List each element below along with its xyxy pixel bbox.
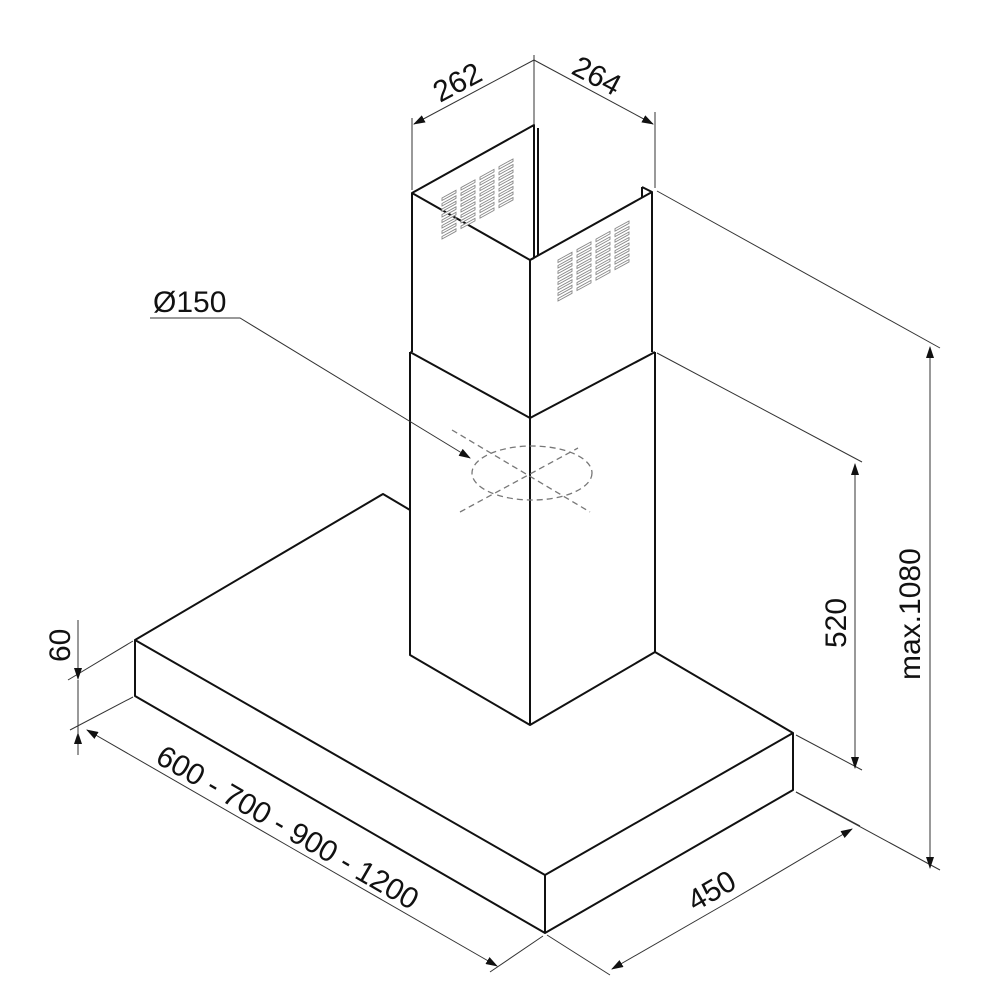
vent-slot bbox=[614, 247, 630, 260]
vent-slot bbox=[441, 211, 457, 224]
duct-outline-hidden bbox=[451, 429, 593, 513]
label-lower-chimney: 520 bbox=[820, 598, 853, 648]
label-hood-thickness: 60 bbox=[44, 629, 77, 662]
vent-slot bbox=[460, 184, 476, 197]
vent-slot bbox=[460, 201, 476, 213]
vent-slot bbox=[498, 174, 514, 187]
label-total-height: max.1080 bbox=[894, 548, 927, 680]
vent-slot bbox=[498, 185, 514, 198]
vent-slot bbox=[557, 279, 573, 291]
vent-slot bbox=[479, 174, 495, 186]
vent-slot bbox=[498, 180, 514, 192]
vent-slot bbox=[576, 274, 592, 286]
vent-slot bbox=[614, 258, 630, 271]
label-chimney-depth: 262 bbox=[428, 57, 488, 110]
vent-slot bbox=[614, 231, 630, 243]
vent-slot bbox=[576, 263, 592, 275]
vent-slot bbox=[498, 158, 514, 170]
vent-slot bbox=[595, 236, 611, 248]
vent-slot bbox=[557, 251, 573, 264]
vent-slot bbox=[479, 179, 495, 192]
vent-slot bbox=[614, 225, 630, 238]
vent-slot bbox=[557, 268, 573, 280]
vent-slot bbox=[557, 262, 573, 275]
vent-slot bbox=[460, 195, 476, 208]
vent-slot bbox=[614, 253, 630, 265]
vent-slot bbox=[557, 290, 573, 302]
vent-slot bbox=[557, 257, 573, 269]
vent-slot bbox=[576, 241, 592, 253]
vent-slot bbox=[595, 241, 611, 254]
vent-slot bbox=[595, 258, 611, 270]
vent-slot bbox=[441, 217, 457, 229]
vent-slot bbox=[441, 228, 457, 240]
vent-slot bbox=[460, 190, 476, 202]
vent-slot bbox=[460, 217, 476, 230]
vent-slot bbox=[614, 242, 630, 254]
vent-slot bbox=[479, 196, 495, 208]
label-chimney-width: 264 bbox=[567, 50, 627, 103]
vent-slot bbox=[595, 230, 611, 243]
vent-slot bbox=[479, 201, 495, 214]
vent-slot bbox=[460, 212, 476, 224]
dimension-lines bbox=[67, 55, 941, 976]
hood-canopy bbox=[134, 493, 794, 934]
vent-slot bbox=[498, 191, 514, 203]
vent-slot bbox=[576, 257, 592, 270]
vent-slot bbox=[498, 163, 514, 176]
vent-slot bbox=[576, 246, 592, 259]
vent-slot bbox=[595, 252, 611, 265]
vent-slot bbox=[595, 269, 611, 281]
vent-slot bbox=[441, 189, 457, 202]
vent-slots-side bbox=[557, 220, 630, 302]
vent-slot bbox=[498, 196, 514, 209]
vent-slot bbox=[557, 284, 573, 297]
vent-slot bbox=[614, 236, 630, 249]
vent-slot bbox=[460, 179, 476, 191]
vent-slot bbox=[498, 169, 514, 181]
label-duct-diameter: Ø150 bbox=[153, 286, 226, 319]
label-hood-widths: 600 - 700 - 900 - 1200 bbox=[151, 739, 425, 916]
upper-chimney bbox=[411, 124, 653, 418]
vent-slot bbox=[441, 200, 457, 213]
vent-slot bbox=[441, 206, 457, 218]
label-hood-depth: 450 bbox=[682, 864, 742, 918]
vent-slot bbox=[460, 206, 476, 219]
vent-slot bbox=[557, 273, 573, 286]
vent-slot bbox=[441, 195, 457, 207]
vent-slots-back bbox=[441, 158, 514, 240]
vent-slot bbox=[595, 263, 611, 276]
vent-slot bbox=[576, 252, 592, 264]
vent-slot bbox=[576, 268, 592, 281]
vent-slot bbox=[576, 279, 592, 292]
vent-slot bbox=[479, 185, 495, 197]
vent-slot bbox=[595, 247, 611, 259]
vent-slot bbox=[614, 220, 630, 232]
vent-slot bbox=[479, 168, 495, 181]
lower-chimney bbox=[409, 351, 656, 726]
vent-slot bbox=[441, 222, 457, 235]
vent-slot bbox=[479, 207, 495, 219]
vent-slot bbox=[479, 190, 495, 203]
